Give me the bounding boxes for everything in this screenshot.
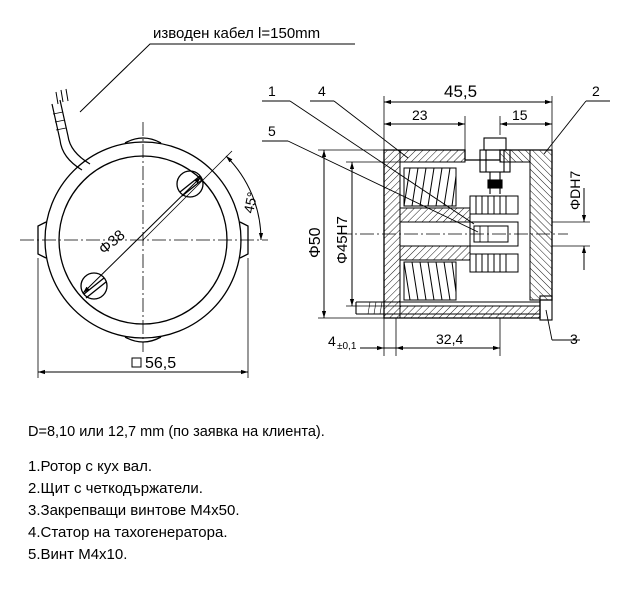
square-symbol	[131, 357, 142, 368]
callout-3: 3	[570, 331, 578, 347]
parts-list: 1.Ротор с кух вал. 2.Щит с четкодържател…	[28, 456, 325, 566]
front-view: изводен кабел l=150mm	[20, 25, 355, 378]
cable-gland	[479, 137, 511, 194]
dia-45h7-label: Φ45H7	[334, 216, 351, 264]
callout-3-leader	[545, 309, 553, 341]
bore-label: ΦDH7	[567, 171, 583, 210]
fixing-screw-m4x50	[355, 295, 553, 321]
parts-list-item: 2.Щит с четкодържатели.	[28, 480, 203, 497]
end-shield	[529, 149, 553, 301]
section-view: 45,5 23 15	[262, 82, 610, 356]
end-shield-top	[499, 149, 531, 163]
angle-45-arc	[225, 155, 264, 241]
cable	[51, 88, 91, 171]
callout-1: 1	[268, 83, 276, 99]
dim-23-label: 23	[412, 107, 428, 123]
stator-wall-bottom	[399, 305, 541, 319]
parts-list-item: 1.Ротор с кух вал.	[28, 458, 153, 475]
offset-4-label: 4	[328, 333, 336, 349]
callout-1-leader	[289, 100, 475, 225]
cable-label: изводен кабел l=150mm	[153, 25, 320, 42]
notes-block: D=8,10 или 12,7 mm (по заявка на клиента…	[28, 424, 325, 566]
callout-2-leader	[543, 100, 587, 155]
dia-50-label: Φ50	[307, 227, 324, 258]
tolerance-label: ±0,1	[337, 341, 357, 352]
rotor-winding-lower	[403, 261, 457, 301]
cable-leader-line	[79, 43, 355, 113]
length-32-4-label: 32,4	[436, 331, 463, 347]
parts-list-item: 4.Статор на тахогенератора.	[28, 524, 228, 541]
callout-4-leader	[333, 100, 409, 159]
rotor-winding-upper	[403, 167, 457, 207]
callout-4: 4	[318, 83, 326, 99]
shaft-diameter-note: D=8,10 или 12,7 mm (по заявка на клиента…	[28, 424, 325, 440]
angle-ray	[142, 150, 233, 241]
screw-hole-lower	[80, 272, 108, 300]
callout-5: 5	[268, 123, 276, 139]
overall-length-label: 45,5	[444, 82, 477, 101]
stator-wall-top	[399, 149, 466, 163]
width-56-5-label: 56,5	[145, 355, 176, 372]
commutator	[469, 195, 519, 273]
angle-45-label: 45°	[240, 191, 260, 215]
callout-2: 2	[592, 83, 600, 99]
parts-list-item: 5.Винт М4х10.	[28, 546, 128, 563]
lug-top	[124, 137, 162, 144]
parts-list-item: 3.Закрепващи винтове М4х50.	[28, 502, 240, 519]
diameter-38-dimension	[82, 176, 202, 294]
dim-15-label: 15	[512, 107, 528, 123]
callout-5-leader	[287, 140, 479, 233]
